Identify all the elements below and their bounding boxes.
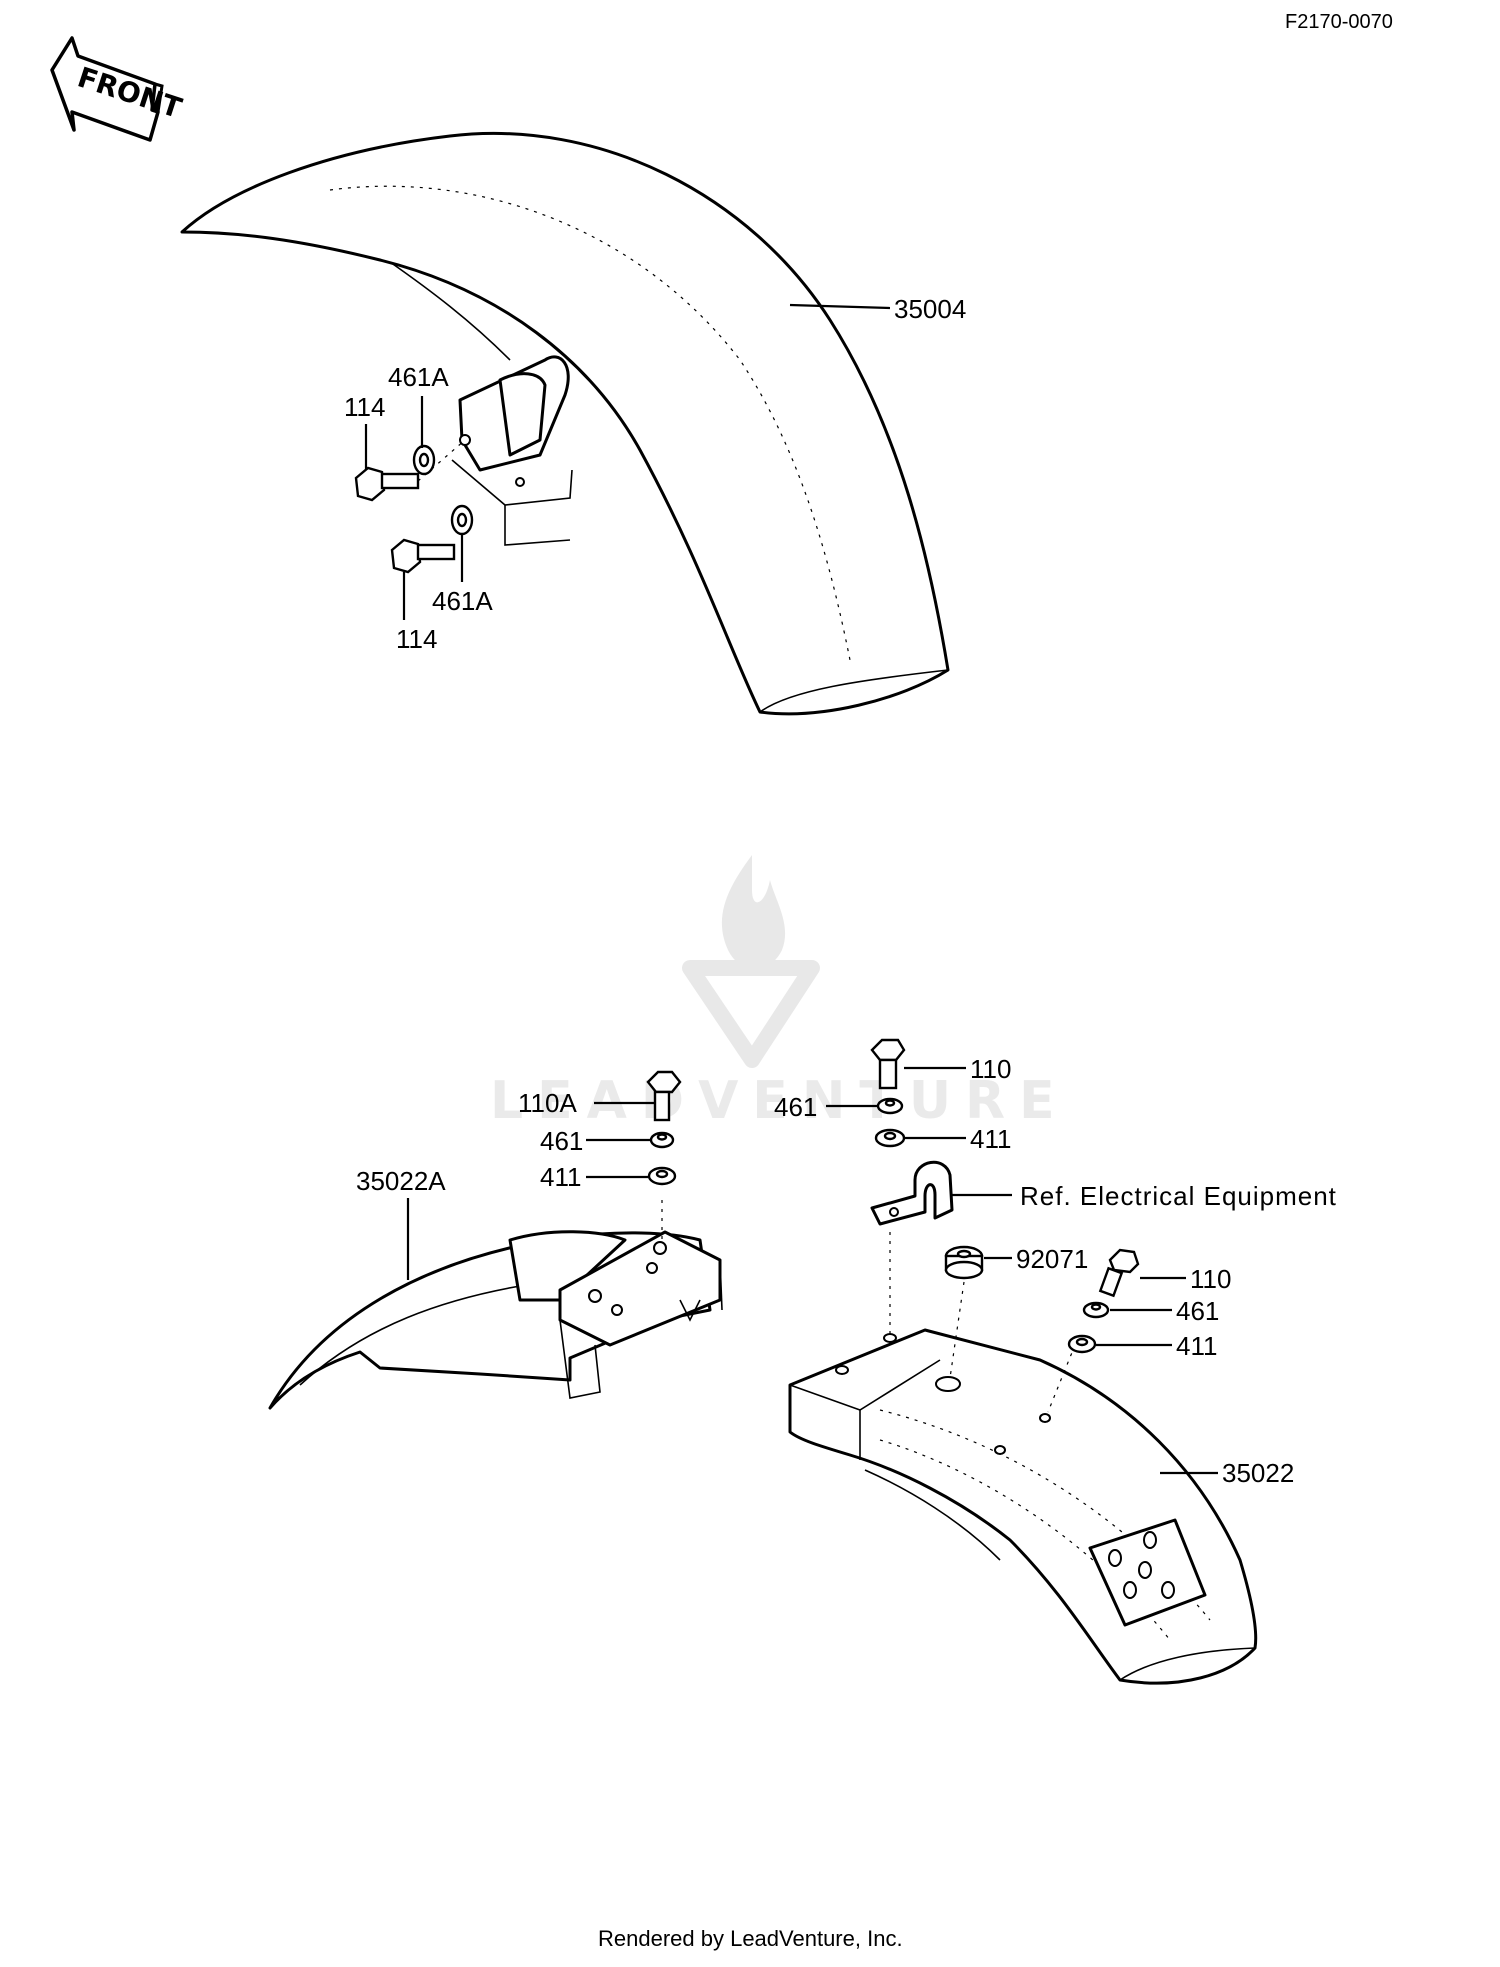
bolt-114-lower <box>390 538 456 574</box>
bolt-110-right <box>1098 1248 1140 1298</box>
mudguard-35022a <box>268 1230 723 1410</box>
bolt-110a <box>646 1070 682 1122</box>
callout-92071: 92071 <box>1016 1244 1088 1274</box>
bolt-110-top <box>870 1038 906 1090</box>
leadventure-watermark: LEADVENTURE <box>490 855 1069 1131</box>
callout-461a-lower: 461A <box>432 586 493 616</box>
washer-411-top <box>874 1128 906 1148</box>
callout-110a: 110A <box>518 1088 577 1118</box>
rear-fender-35022 <box>788 1328 1258 1685</box>
washer-411-right <box>1067 1334 1097 1354</box>
washer-461a-lower <box>450 504 474 536</box>
document-id: F2170-0070 <box>1285 11 1393 33</box>
callout-461-right: 461 <box>1176 1296 1219 1326</box>
washer-411-left <box>647 1166 677 1186</box>
washer-461-top <box>876 1097 904 1115</box>
washer-461-left <box>649 1131 675 1149</box>
callout-114-lower: 114 <box>396 624 437 654</box>
callout-461-left: 461 <box>540 1126 583 1156</box>
callout-ref-electrical: Ref. Electrical Equipment <box>1020 1181 1337 1211</box>
washer-461-right <box>1082 1301 1110 1319</box>
washer-461a-upper <box>412 444 436 476</box>
callout-461-top: 461 <box>774 1092 817 1122</box>
watermark-text: LEADVENTURE <box>490 1071 1069 1131</box>
callout-461a-upper: 461A <box>388 362 449 392</box>
callout-35022a: 35022A <box>356 1166 446 1196</box>
callout-411-left: 411 <box>540 1162 581 1192</box>
callout-114-upper: 114 <box>344 392 385 422</box>
front-arrow-icon: FRONT <box>50 36 186 142</box>
footer-credit: Rendered by LeadVenture, Inc. <box>598 1926 903 1951</box>
callout-35004: 35004 <box>894 294 966 324</box>
front-fender-35004 <box>180 131 950 716</box>
grommet-92071 <box>944 1245 984 1280</box>
callout-411-right: 411 <box>1176 1331 1217 1361</box>
callout-110-top: 110 <box>970 1054 1011 1084</box>
wire-clamp <box>870 1160 954 1226</box>
bolt-114-upper <box>354 439 466 502</box>
callout-35022: 35022 <box>1222 1458 1294 1488</box>
callout-411-top: 411 <box>970 1124 1011 1154</box>
callout-110-right: 110 <box>1190 1264 1231 1294</box>
